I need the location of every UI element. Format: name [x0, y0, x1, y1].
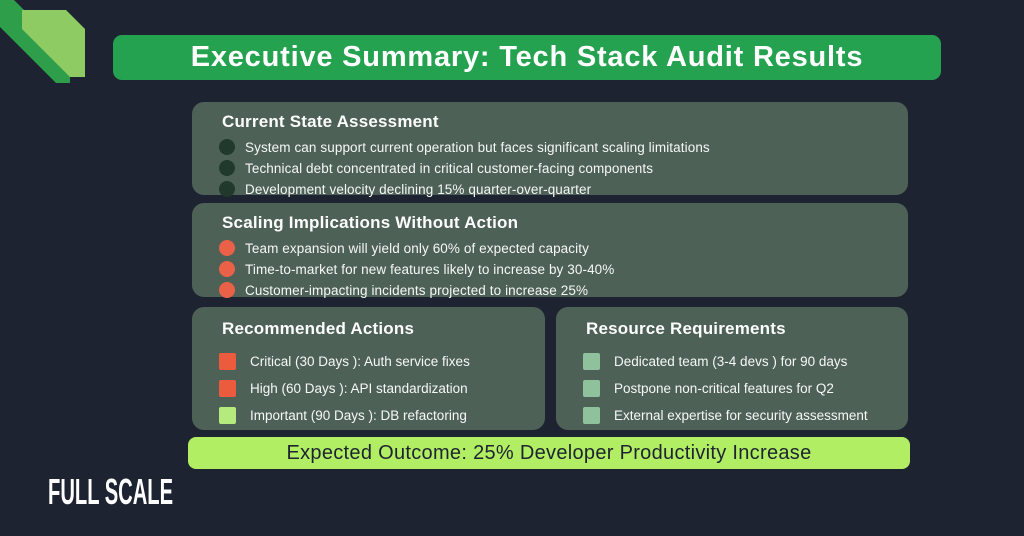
list-item-text: Important (90 Days ): DB refactoring: [250, 408, 467, 423]
list-item-text: Dedicated team (3-4 devs ) for 90 days: [614, 354, 848, 369]
list-item: Development velocity declining 15% quart…: [219, 181, 908, 197]
list-item-text: Postpone non-critical features for Q2: [614, 381, 834, 396]
scaling-implications-panel: Scaling Implications Without Action Team…: [192, 203, 908, 298]
resource-requirements-title: Resource Requirements: [586, 319, 786, 338]
page-title: Executive Summary: Tech Stack Audit Resu…: [190, 41, 864, 73]
expected-outcome-banner: Expected Outcome: 25% Developer Producti…: [188, 437, 910, 469]
list-item-text: Team expansion will yield only 60% of ex…: [245, 240, 589, 256]
corner-ribbon-light-stripe: [22, 10, 85, 77]
bullet-dot-icon: [219, 240, 235, 256]
recommended-actions-panel: Recommended Actions Critical (30 Days ):…: [192, 307, 545, 430]
bullet-dot-icon: [219, 160, 235, 176]
list-item: Dedicated team (3-4 devs ) for 90 days: [583, 353, 908, 370]
list-item-text: Development velocity declining 15% quart…: [245, 181, 592, 197]
list-item-text: Customer-impacting incidents projected t…: [245, 282, 589, 298]
full-scale-logo: FULL SCALE: [48, 471, 174, 512]
bullet-dot-icon: [219, 282, 235, 298]
list-item-text: System can support current operation but…: [245, 139, 710, 155]
bullet-dot-icon: [219, 139, 235, 155]
resource-swatch-icon: [583, 380, 600, 397]
list-item: Technical debt concentrated in critical …: [219, 160, 908, 176]
list-item: Important (90 Days ): DB refactoring: [219, 407, 545, 424]
list-item: Time-to-market for new features likely t…: [219, 261, 908, 277]
expected-outcome-text: Expected Outcome: 25% Developer Producti…: [286, 441, 812, 464]
list-item-text: High (60 Days ): API standardization: [250, 381, 468, 396]
list-item: Critical (30 Days ): Auth service fixes: [219, 353, 545, 370]
current-state-panel: Current State Assessment System can supp…: [192, 102, 908, 197]
list-item-text: Critical (30 Days ): Auth service fixes: [250, 354, 470, 369]
list-item-text: Time-to-market for new features likely t…: [245, 261, 615, 277]
title-banner: Executive Summary: Tech Stack Audit Resu…: [113, 35, 941, 80]
list-item: External expertise for security assessme…: [583, 407, 908, 424]
resource-swatch-icon: [583, 407, 600, 424]
recommended-actions-title: Recommended Actions: [222, 319, 415, 338]
priority-swatch-icon: [219, 353, 236, 370]
list-item-text: External expertise for security assessme…: [614, 408, 868, 423]
list-item-text: Technical debt concentrated in critical …: [245, 160, 654, 176]
scaling-implications-title: Scaling Implications Without Action: [222, 213, 519, 232]
list-item: System can support current operation but…: [219, 139, 908, 155]
bullet-dot-icon: [219, 181, 235, 197]
resource-swatch-icon: [583, 353, 600, 370]
bullet-dot-icon: [219, 261, 235, 277]
current-state-title: Current State Assessment: [222, 112, 439, 131]
list-item: Postpone non-critical features for Q2: [583, 380, 908, 397]
list-item: Team expansion will yield only 60% of ex…: [219, 240, 908, 256]
priority-swatch-icon: [219, 407, 236, 424]
list-item: Customer-impacting incidents projected t…: [219, 282, 908, 298]
list-item: High (60 Days ): API standardization: [219, 380, 545, 397]
priority-swatch-icon: [219, 380, 236, 397]
corner-ribbon-icon: [0, 0, 85, 83]
resource-requirements-panel: Resource Requirements Dedicated team (3-…: [556, 307, 908, 430]
